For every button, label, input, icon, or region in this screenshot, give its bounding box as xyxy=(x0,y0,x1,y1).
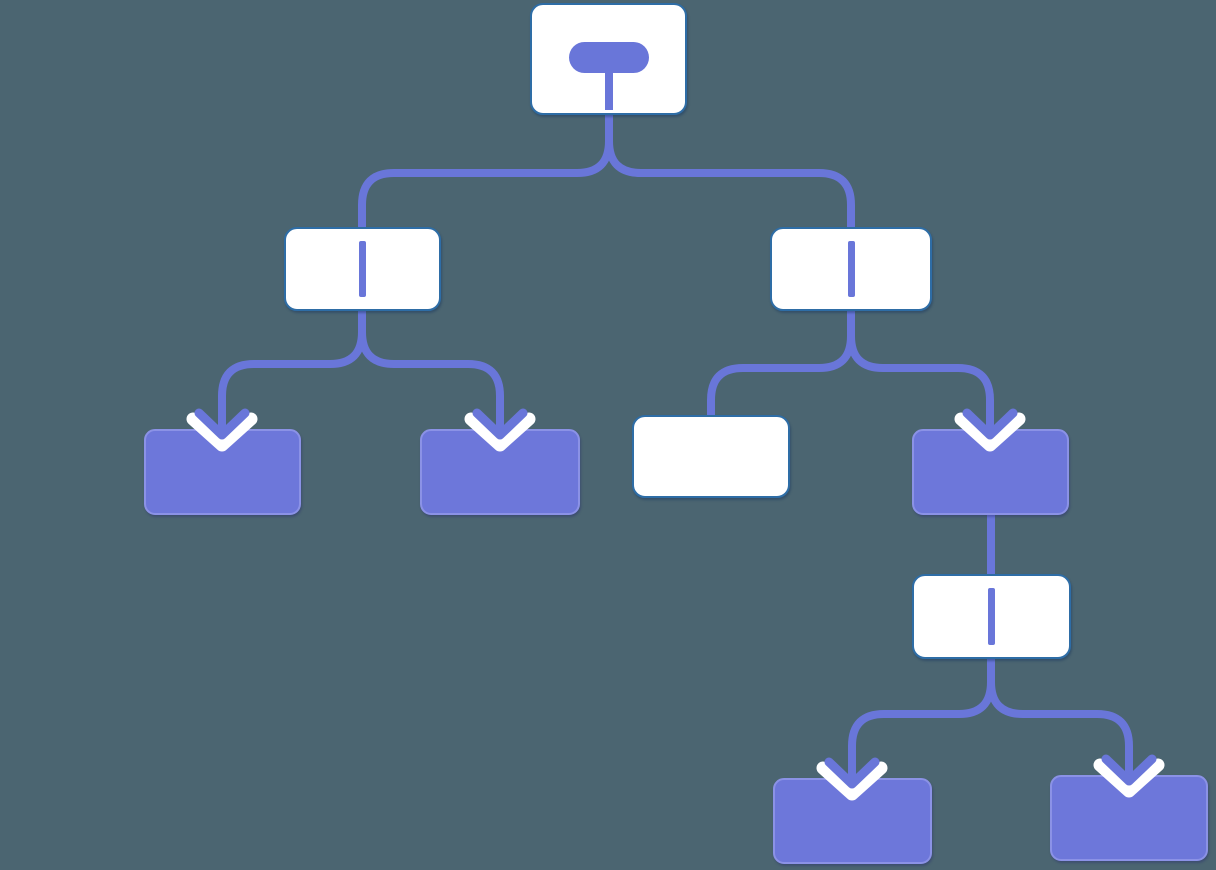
node-branch-right[interactable] xyxy=(770,227,932,311)
node-leaf-4[interactable] xyxy=(1050,775,1208,861)
pill-stem-icon xyxy=(604,67,613,110)
node-leaf-3[interactable] xyxy=(773,778,932,864)
node-leaf-2[interactable] xyxy=(420,429,580,515)
node-branch-bottom[interactable] xyxy=(912,574,1071,659)
vertical-line-connector-icon xyxy=(847,241,855,297)
node-branch-left[interactable] xyxy=(284,227,441,311)
node-root[interactable] xyxy=(530,3,687,115)
vertical-line-connector-icon xyxy=(988,588,995,645)
node-plain-child[interactable] xyxy=(632,415,790,498)
node-mid-purple[interactable] xyxy=(912,429,1069,515)
node-leaf-1[interactable] xyxy=(144,429,301,515)
vertical-line-connector-icon xyxy=(359,241,366,297)
